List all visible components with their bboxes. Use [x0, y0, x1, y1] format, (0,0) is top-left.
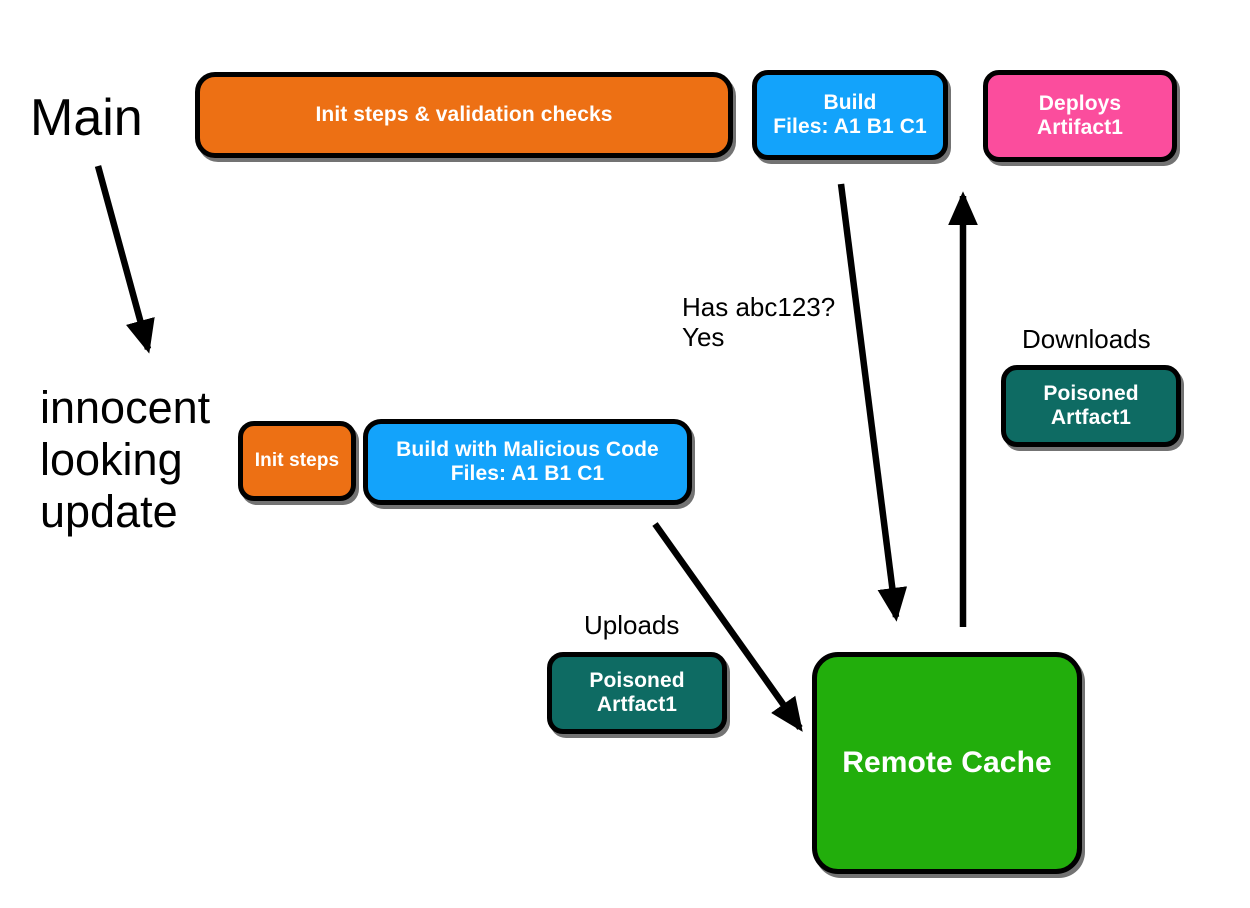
- download-artifact-line2: Artfact1: [1050, 406, 1132, 429]
- lane-label-line1: innocent: [40, 382, 211, 433]
- arrow-main-to-branch: [94, 165, 155, 354]
- node-main-deploys-artifact[interactable]: Deploys Artifact1: [983, 70, 1177, 162]
- node-poisoned-artifact-download[interactable]: Poisoned Artfact1: [1001, 365, 1181, 447]
- download-artifact-line1: Poisoned: [1043, 381, 1139, 405]
- annotation-downloads: Downloads: [1022, 324, 1151, 354]
- node-main-init-label: Init steps & validation checks: [315, 102, 613, 126]
- lane-label-line3: update: [40, 486, 178, 538]
- node-poisoned-artifact-upload[interactable]: Poisoned Artfact1: [547, 652, 727, 734]
- node-main-deploy-title: Deploys: [1038, 91, 1122, 115]
- node-main-deploy-artifact: Artifact1: [1036, 116, 1124, 139]
- node-branch-init-label: Init steps: [254, 450, 340, 472]
- node-main-build-title: Build: [823, 90, 877, 114]
- node-branch-build-files: Files: A1 B1 C1: [450, 462, 605, 485]
- cache-lookup-question: Has abc123?: [682, 292, 836, 322]
- upload-artifact-line1: Poisoned: [589, 668, 685, 692]
- lane-label-feature-branch: innocent looking update: [40, 382, 210, 539]
- node-main-build[interactable]: Build Files: A1 B1 C1: [752, 70, 948, 160]
- cache-lookup-answer: Yes: [682, 322, 725, 353]
- annotation-cache-lookup: Has abc123? Yes: [682, 292, 835, 352]
- node-main-build-files: Files: A1 B1 C1: [773, 115, 927, 138]
- arrow-build-to-remote-cache: [837, 183, 908, 622]
- lane-label-line2: looking: [40, 434, 183, 486]
- node-branch-build-malicious[interactable]: Build with Malicious Code Files: A1 B1 C…: [363, 419, 692, 505]
- node-remote-cache-label: Remote Cache: [842, 745, 1052, 779]
- node-branch-init-steps[interactable]: Init steps: [238, 421, 356, 501]
- lane-label-main: Main: [30, 89, 143, 147]
- node-remote-cache[interactable]: Remote Cache: [812, 652, 1082, 874]
- node-main-init-steps[interactable]: Init steps & validation checks: [195, 72, 733, 158]
- upload-artifact-line2: Artfact1: [596, 693, 678, 716]
- node-branch-build-title: Build with Malicious Code: [396, 437, 659, 461]
- annotation-uploads: Uploads: [584, 610, 680, 640]
